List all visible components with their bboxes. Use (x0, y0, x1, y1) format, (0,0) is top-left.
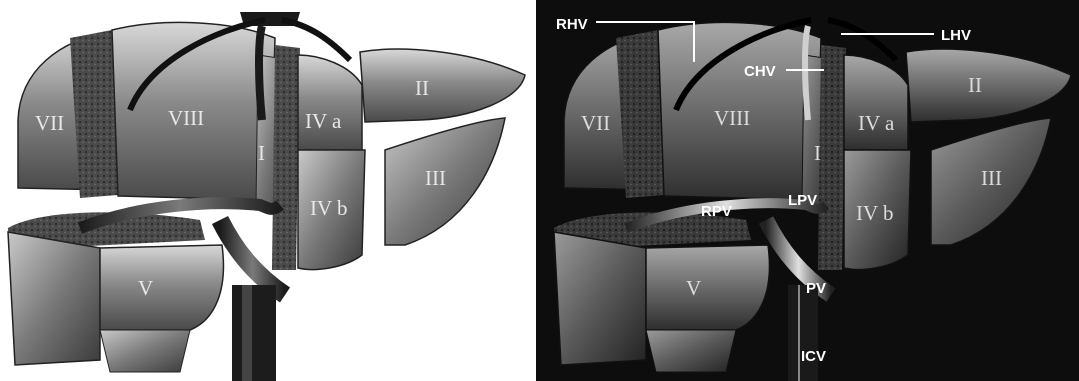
liver-drawing-right: VII VIII IV a II I III IV b V RHV LHV CH… (536, 0, 1079, 381)
segment-label-v: V (138, 276, 153, 300)
vessel-label-chv: CHV (744, 63, 776, 80)
segment-label-viii: VIII (168, 106, 204, 130)
segment-label-iii: III (981, 166, 1002, 190)
segment-label-ii: II (415, 76, 429, 100)
vessel-label-rpv: RPV (701, 203, 732, 220)
vessel-label-lhv: LHV (941, 27, 971, 44)
segment-label-iva: IV a (858, 111, 895, 135)
liver-illustration-left: VII VIII IV a II I III IV b V (0, 0, 535, 381)
segment-label-iii: III (425, 166, 446, 190)
segment-label-vii: VII (35, 111, 64, 135)
segment-label-i: I (258, 141, 265, 165)
segment-label-vii: VII (581, 111, 610, 135)
segment-label-viii: VIII (714, 106, 750, 130)
vessel-label-pv: PV (806, 280, 826, 297)
liver-drawing-left: VII VIII IV a II I III IV b V (0, 0, 535, 381)
vessel-label-lpv: LPV (788, 192, 817, 209)
segment-label-ivb: IV b (856, 201, 894, 225)
segment-label-ii: II (968, 73, 982, 97)
vessel-label-rhv: RHV (556, 16, 588, 33)
segment-label-i: I (814, 141, 821, 165)
liver-illustration-right: VII VIII IV a II I III IV b V RHV LHV CH… (536, 0, 1079, 381)
segment-label-iva: IV a (305, 109, 342, 133)
segment-label-ivb: IV b (310, 196, 348, 220)
segment-label-v: V (686, 276, 701, 300)
vessel-label-icv: ICV (801, 348, 826, 365)
